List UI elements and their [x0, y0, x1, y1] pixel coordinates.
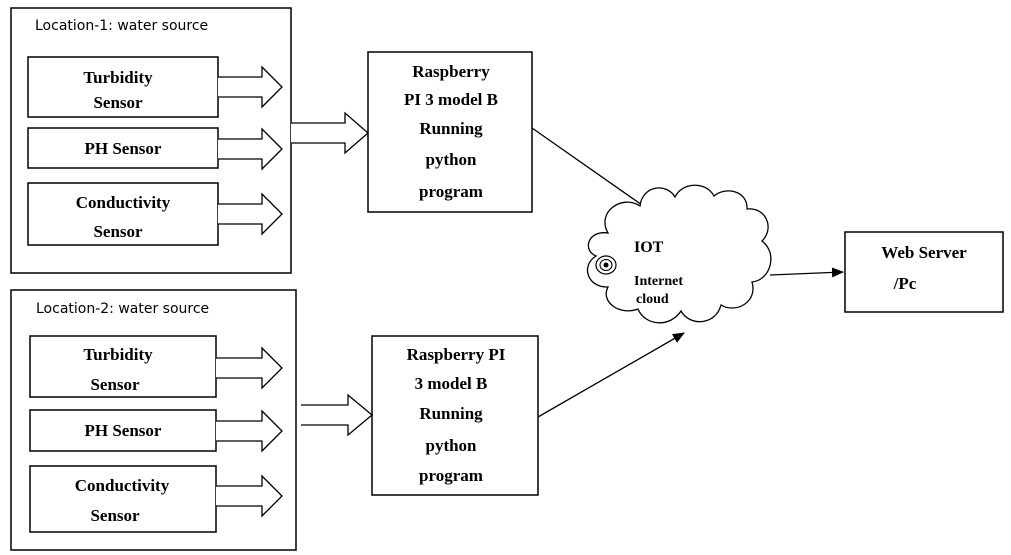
raspberry-pi-1-box	[367, 51, 533, 213]
raspberry-pi-1-line-1: Raspberry	[412, 62, 490, 81]
turbidity-sensor-1-label: Turbidity	[83, 68, 153, 87]
raspberry-pi-1-line-4: python	[425, 150, 477, 169]
raspberry-pi-2-line-2: 3 model B	[415, 374, 488, 393]
location-2-to-pi-2-arrow	[301, 393, 374, 437]
ph-2-block-arrow	[216, 409, 283, 453]
raspberry-pi-2-line-4: python	[425, 436, 477, 455]
raspberry-pi-1-line-5: program	[419, 182, 483, 201]
conductivity-sensor-1-label-2: Sensor	[93, 222, 143, 241]
ph-1-block-arrow	[218, 127, 283, 171]
location-2-frame	[10, 289, 297, 551]
turbidity-2-block-arrow	[216, 346, 283, 390]
pi-2-to-cloud-arrow	[537, 332, 685, 418]
raspberry-pi-2-line-5: program	[419, 466, 483, 485]
location-1-title: Location-1: water source	[35, 18, 208, 34]
cloud-label-line-1: Internet	[634, 274, 683, 289]
ph-sensor-1-label: PH Sensor	[85, 139, 162, 158]
cloud-label-line-2: cloud	[636, 292, 669, 307]
conductivity-2-block-arrow	[216, 474, 283, 518]
location-2-group: Location-2: water source Turbidity Senso…	[10, 289, 297, 551]
turbidity-1-block-arrow	[218, 65, 283, 109]
conductivity-sensor-2-label: Conductivity	[75, 476, 170, 495]
ph-sensor-2-label: PH Sensor	[85, 421, 162, 440]
cloud-to-server-arrow	[769, 267, 844, 278]
raspberry-pi-2-line-1: Raspberry PI	[407, 345, 506, 364]
conductivity-sensor-2-label-2: Sensor	[90, 506, 140, 525]
cloud-outline	[586, 184, 772, 324]
turbidity-sensor-2-label-2: Sensor	[90, 375, 140, 394]
turbidity-sensor-1-label-2: Sensor	[93, 93, 143, 112]
satellite-dish-icon	[595, 255, 617, 275]
iot-cloud: IOT Internet cloud	[586, 184, 772, 324]
web-server-label-line-2: /Pc	[893, 274, 917, 293]
raspberry-pi-2-box	[371, 335, 539, 496]
location-1-to-pi-1-arrow	[291, 111, 369, 155]
raspberry-pi-2-line-3: Running	[419, 404, 483, 423]
pi-1-to-cloud-arrow	[531, 127, 653, 213]
web-server-label-line-1: Web Server	[881, 243, 967, 262]
turbidity-sensor-2-label: Turbidity	[83, 345, 153, 364]
location-2-title: Location-2: water source	[36, 301, 209, 317]
conductivity-sensor-1-label: Conductivity	[76, 193, 171, 212]
location-1-group: Location-1: water source Turbidity Senso…	[10, 7, 292, 274]
web-server-box	[844, 231, 1004, 313]
raspberry-pi-1-line-2: PI 3 model B	[404, 90, 498, 109]
cloud-title: IOT	[634, 239, 664, 256]
raspberry-pi-1-line-3: Running	[419, 119, 483, 138]
conductivity-1-block-arrow	[218, 192, 283, 236]
